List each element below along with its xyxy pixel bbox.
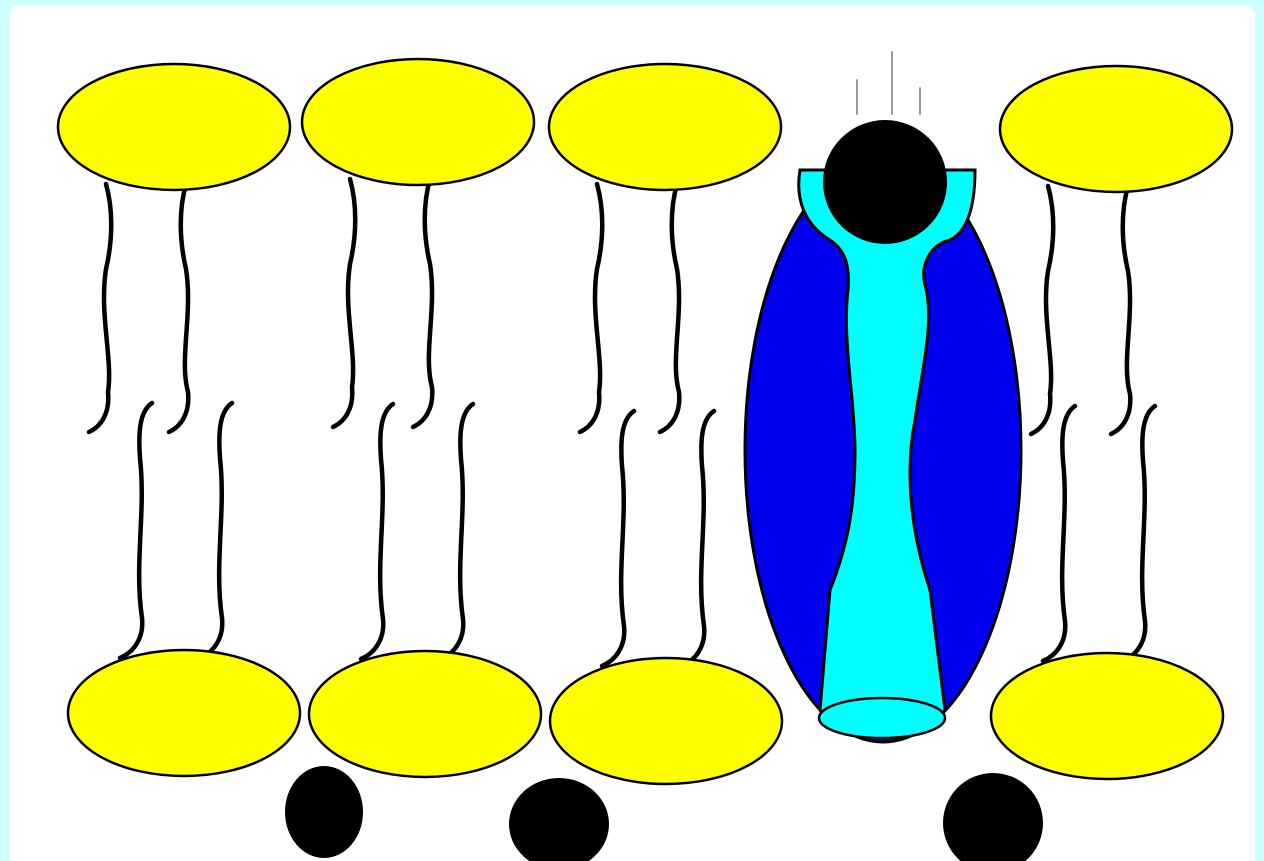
inner-phospholipid-head	[991, 653, 1223, 779]
inner-phospholipid-head	[68, 650, 300, 776]
inner-lipid-tail	[361, 404, 393, 659]
outer-phospholipid-head	[58, 64, 290, 190]
motion-lines	[857, 52, 920, 114]
ion	[285, 766, 363, 858]
outer-lipid-tail	[89, 184, 111, 432]
inner-phospholipid-head	[309, 651, 541, 777]
outer-lipid-tail	[1111, 186, 1130, 434]
inner-phospholipid-head	[550, 658, 782, 784]
inner-lipid-tail	[200, 403, 232, 658]
outer-phospholipid-head	[549, 64, 781, 190]
outer-lipid-tail	[169, 184, 188, 432]
ion-entering-channel	[823, 120, 947, 244]
diagram-frame	[9, 5, 1255, 861]
channel-pore-bottom-opening	[819, 698, 945, 738]
outer-phospholipid-head	[1000, 66, 1232, 192]
ion	[509, 778, 609, 861]
inner-lipid-tail	[682, 411, 714, 666]
inner-lipid-tail	[602, 411, 634, 666]
outer-lipid-tail	[1031, 186, 1053, 434]
inner-lipid-tail	[1043, 406, 1075, 661]
outer-lipid-tail	[660, 184, 679, 432]
outer-lipid-tail	[333, 179, 355, 427]
inner-lipid-tail	[441, 404, 473, 659]
outer-lipid-tail	[580, 184, 602, 432]
ion	[943, 773, 1043, 861]
outer-lipid-tail	[413, 179, 432, 427]
inner-lipid-tail	[120, 403, 152, 658]
outer-phospholipid-head	[302, 59, 534, 185]
channel-protein	[745, 52, 1021, 742]
inner-lipid-tail	[1123, 406, 1155, 661]
membrane-diagram	[9, 5, 1255, 861]
phospholipid-heads	[58, 59, 1232, 784]
